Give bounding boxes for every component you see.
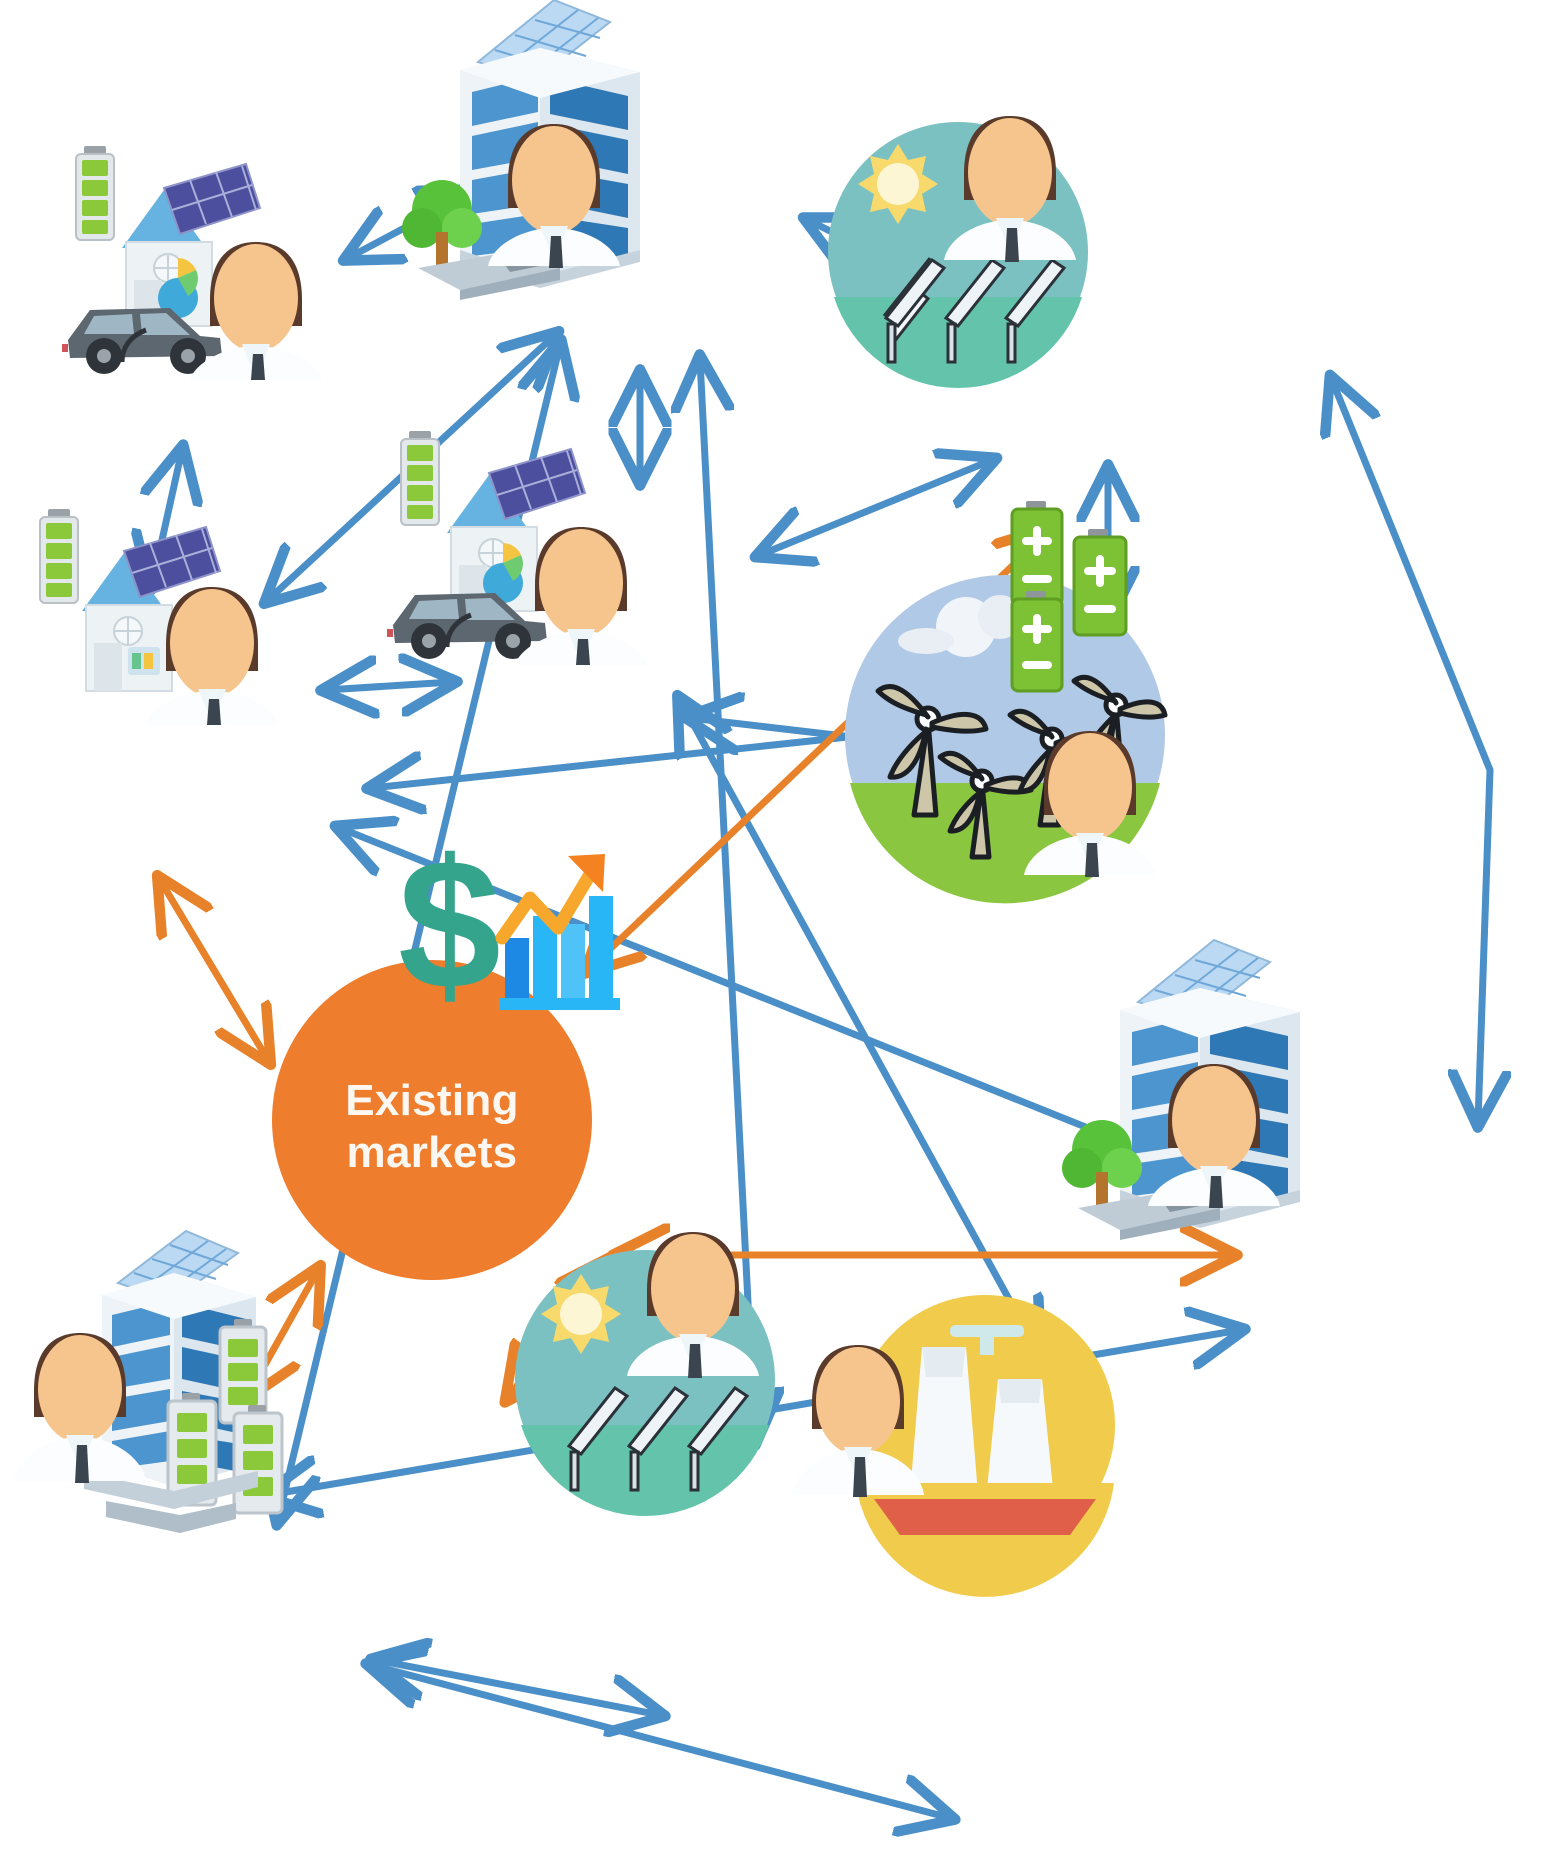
node-house-consumer-left[interactable]: [20, 495, 290, 725]
person-icon: [14, 1333, 146, 1483]
node-solar-farm-bottom[interactable]: [505, 1228, 795, 1528]
node-commercial-building-right[interactable]: [1060, 938, 1360, 1240]
sun-icon: [541, 1274, 621, 1354]
battery-icon: [1072, 529, 1128, 637]
node-prosumer-house-ev-top-left[interactable]: [60, 130, 360, 380]
node-commercial-building-top[interactable]: [400, 0, 700, 300]
existing-markets-label: Existing markets: [272, 1075, 592, 1179]
battery-icon: [1010, 501, 1064, 607]
solar-panel-roof-icon: [162, 162, 262, 236]
person-icon: [944, 116, 1076, 262]
electric-car-icon: [62, 308, 222, 374]
battery-icon: [1010, 591, 1064, 693]
plant-base: [874, 1499, 1096, 1535]
node-wind-farm-storage-right[interactable]: [840, 495, 1180, 905]
node-commercial-building-battery-bottom-left[interactable]: [10, 1215, 350, 1545]
edge-market: [160, 880, 268, 1060]
edge-p2p: [326, 682, 452, 690]
edge-p2p: [1332, 380, 1490, 1122]
battery-icon: [39, 509, 79, 604]
node-prosumer-house-ev-middle[interactable]: [385, 415, 685, 665]
market-icon-group: $: [398, 822, 620, 1028]
battery-icon: [400, 431, 440, 526]
battery-icon: [232, 1405, 284, 1515]
battery-icon: [166, 1393, 218, 1507]
node-solar-farm-top-right[interactable]: [828, 112, 1113, 397]
edge-p2p: [371, 1665, 950, 1818]
existing-markets-label-line2: markets: [346, 1127, 518, 1177]
existing-markets-label-line1: Existing: [345, 1076, 519, 1125]
person-icon: [146, 587, 278, 725]
building-base-icon: [84, 1471, 258, 1533]
house-icon: [82, 553, 173, 692]
dollar-sign-icon: $: [398, 822, 501, 1028]
battery-icon: [75, 146, 115, 241]
svg-text:$: $: [398, 822, 501, 1028]
solar-panel-roof-icon: [487, 447, 587, 521]
person-icon: [488, 124, 620, 268]
sun-icon: [858, 144, 938, 224]
node-nuclear-plant-bottom-right[interactable]: [792, 1285, 1120, 1597]
solar-panel-roof-icon: [122, 525, 222, 599]
